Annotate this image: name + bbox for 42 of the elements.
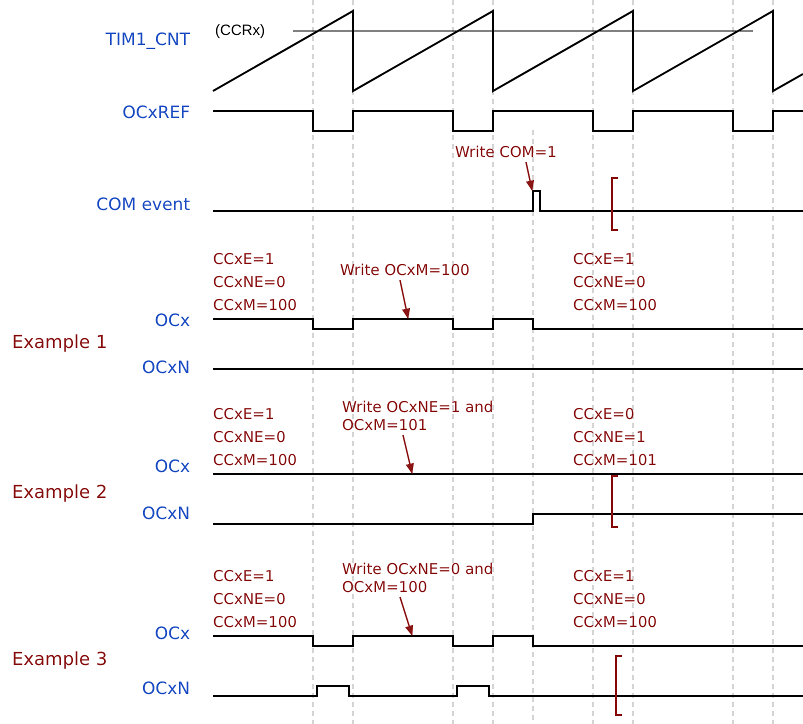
register-value: CCxNE=1 (573, 428, 646, 446)
register-label: (CCRx) (215, 22, 265, 39)
signal-name: OCx (154, 457, 190, 477)
register-value: CCxE=1 (213, 250, 274, 268)
leader-arrow (399, 596, 414, 636)
digital-waveform (213, 190, 803, 212)
register-value: CCxE=1 (573, 250, 634, 268)
signal-name: OCxN (142, 358, 190, 378)
leader-arrow (399, 280, 410, 320)
register-value: CCxNE=0 (573, 273, 646, 291)
signal-name: OCx (154, 624, 190, 644)
register-value: CCxE=1 (213, 405, 274, 423)
signal-name: TIM1_CNT (106, 30, 190, 50)
register-value: CCxM=100 (573, 613, 657, 631)
signal-name: OCxN (142, 504, 190, 524)
register-value: CCxM=101 (573, 451, 657, 469)
example-label: Example 1 (12, 332, 108, 353)
register-value: CCxM=100 (213, 451, 297, 469)
register-value: CCxNE=0 (213, 590, 286, 608)
example-label: Example 3 (12, 649, 108, 670)
register-value: CCxM=100 (213, 296, 297, 314)
register-value: CCxM=100 (573, 296, 657, 314)
register-value: CCxE=1 (213, 567, 274, 585)
register-value: CCxNE=0 (213, 273, 286, 291)
annotation-text: Write OCxM=100 (340, 261, 470, 279)
annotation-text: Write OCxNE=0 and OCxM=100 (342, 560, 502, 596)
register-value: CCxE=1 (573, 567, 634, 585)
signal-name: OCxN (142, 679, 190, 699)
register-value: CCxE=0 (573, 405, 634, 423)
signal-name: COM event (96, 195, 190, 215)
signal-name: OCx (154, 311, 190, 331)
leader-arrow (525, 162, 534, 192)
annotation-text: Write OCxNE=1 and OCxM=101 (342, 398, 502, 434)
digital-waveform (213, 318, 803, 330)
digital-waveform (213, 635, 803, 647)
signal-name: OCxREF (122, 103, 190, 123)
register-value: CCxNE=0 (213, 428, 286, 446)
leader-arrow (402, 434, 414, 474)
register-value: CCxM=100 (213, 613, 297, 631)
example-label: Example 2 (12, 482, 108, 503)
register-value: CCxNE=0 (573, 590, 646, 608)
annotation-text: Write COM=1 (455, 143, 557, 161)
